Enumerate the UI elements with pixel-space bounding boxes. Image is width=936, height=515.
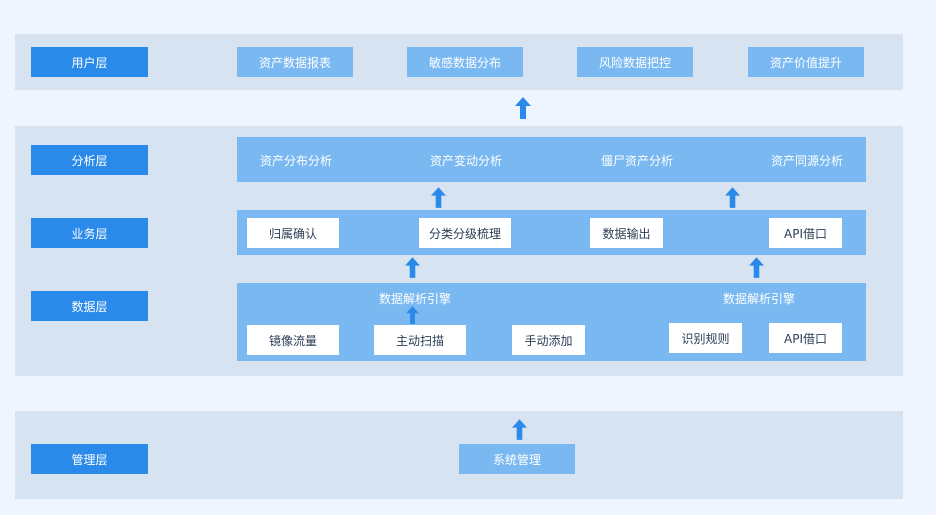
analysis-item-homology: 资产同源分析	[771, 154, 844, 168]
business-layer-label: 业务层	[31, 218, 148, 248]
business-item-api: API借口	[769, 218, 842, 248]
data-layer-label: 数据层	[31, 291, 148, 321]
data-engine-left: 数据解析引擎	[379, 292, 452, 306]
user-item-asset-report: 资产数据报表	[237, 47, 353, 77]
analysis-item-zombie: 僵尸资产分析	[601, 154, 674, 168]
business-item-ownership: 归属确认	[247, 218, 339, 248]
analysis-layer-label: 分析层	[31, 145, 148, 175]
business-item-classification: 分类分级梳理	[419, 218, 511, 248]
arrow-up-icon	[405, 257, 420, 278]
analysis-item-change: 资产变动分析	[430, 154, 503, 168]
user-item-risk-control: 风险数据把控	[577, 47, 693, 77]
arrow-up-icon	[406, 306, 419, 324]
data-item-manual-add: 手动添加	[512, 325, 585, 355]
user-layer-label: 用户层	[31, 47, 148, 77]
business-panel	[237, 210, 866, 255]
analysis-item-distribution: 资产分布分析	[260, 154, 333, 168]
user-item-sensitive-distribution: 敏感数据分布	[407, 47, 523, 77]
data-item-recognition-rules: 识别规则	[669, 323, 742, 353]
data-item-mirror-traffic: 镜像流量	[247, 325, 339, 355]
management-layer-label: 管理层	[31, 444, 148, 474]
business-item-data-output: 数据输出	[590, 218, 663, 248]
arrow-up-icon	[512, 419, 527, 440]
arrow-up-icon	[725, 187, 740, 208]
arrow-up-icon	[515, 97, 531, 119]
data-item-api: API借口	[769, 323, 842, 353]
arrow-up-icon	[431, 187, 446, 208]
arrow-up-icon	[749, 257, 764, 278]
analysis-panel	[237, 137, 866, 182]
management-item-system: 系统管理	[459, 444, 575, 474]
data-engine-right: 数据解析引擎	[723, 292, 796, 306]
data-item-active-scan: 主动扫描	[374, 325, 466, 355]
user-item-value-boost: 资产价值提升	[748, 47, 864, 77]
